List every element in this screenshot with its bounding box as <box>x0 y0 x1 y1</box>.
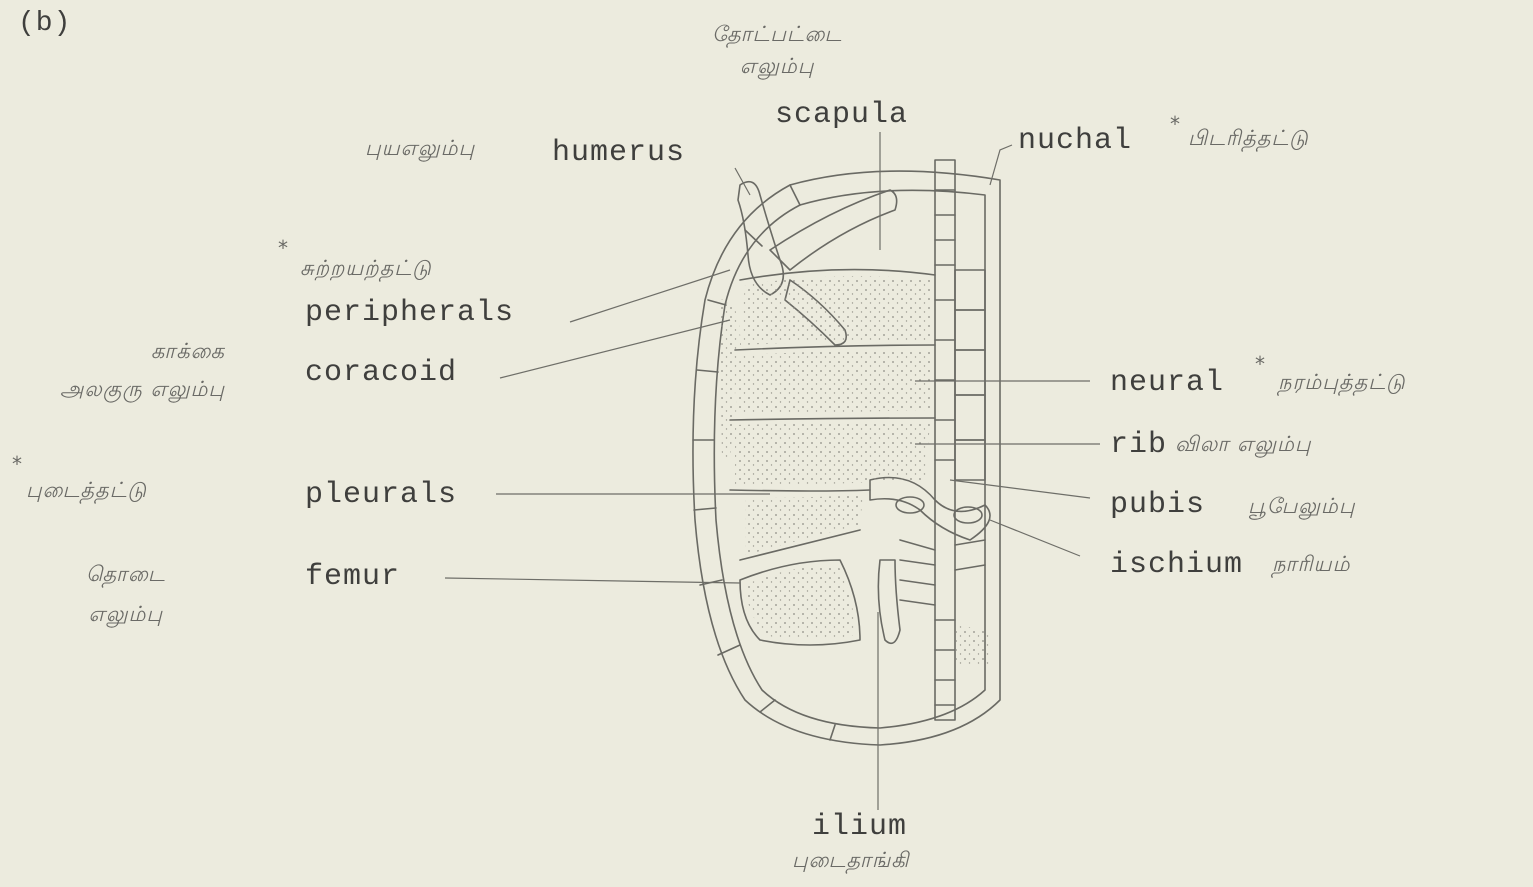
leader-ischium <box>990 520 1080 556</box>
ilium-label: ilium <box>812 810 907 844</box>
pleurals-asterisk: * <box>12 452 22 476</box>
rib-label: rib <box>1110 428 1167 462</box>
neural-label: neural <box>1110 366 1224 400</box>
rib-tamil-label: விலா எலும்பு <box>1175 432 1312 459</box>
vertebral-column <box>935 160 955 720</box>
femur-tamil-label: தொடை எலும்பு <box>86 554 166 634</box>
peripherals-label: peripherals <box>305 296 514 330</box>
peripherals-asterisk: * <box>278 236 288 260</box>
humerus-label: humerus <box>552 136 685 170</box>
scapula-label: scapula <box>775 98 908 132</box>
vertebrae <box>935 190 955 705</box>
ischium-label: ischium <box>1110 548 1243 582</box>
coracoid-label: coracoid <box>305 356 457 390</box>
scapula-tamil-label: தோட்பட்டை எலும்பு <box>712 18 842 82</box>
ilium-bone <box>878 560 900 643</box>
nuchal-tamil-label: பிடரித்தட்டு <box>1188 126 1309 153</box>
neural-plates <box>955 270 985 480</box>
neural-asterisk: * <box>1255 352 1265 376</box>
stippling <box>720 276 990 665</box>
pleurals-label: pleurals <box>305 478 457 512</box>
panel-label: (b) <box>18 8 71 39</box>
pleurals-tamil-label: புடைத்தட்டு <box>26 478 147 505</box>
leader-pubis <box>950 480 1090 498</box>
caudal-elements <box>900 540 985 605</box>
coracoid-tamil-label: காக்கை அலகுரு எலும்பு <box>60 332 225 408</box>
pubis-bone <box>870 478 990 541</box>
peripherals-tamil-label: சுற்றயற்தட்டு <box>300 256 432 283</box>
pubis-label: pubis <box>1110 488 1205 522</box>
ilium-tamil-label: புடைதாங்கி <box>792 848 909 875</box>
ischium-tamil-label: நாரியம் <box>1272 552 1350 579</box>
leader-femur <box>445 578 740 583</box>
nuchal-label: nuchal <box>1018 124 1132 158</box>
pubis-tamil-label: பூபேலும்பு <box>1248 494 1355 521</box>
nuchal-asterisk: * <box>1170 112 1180 136</box>
obturator <box>896 497 924 513</box>
humerus-tamil-label: புயஎலும்பு <box>365 136 475 163</box>
humerus-bone <box>738 182 783 295</box>
neural-tamil-label: நரம்புத்தட்டு <box>1278 370 1406 397</box>
scapula-bone <box>770 190 897 270</box>
femur-label: femur <box>305 560 400 594</box>
